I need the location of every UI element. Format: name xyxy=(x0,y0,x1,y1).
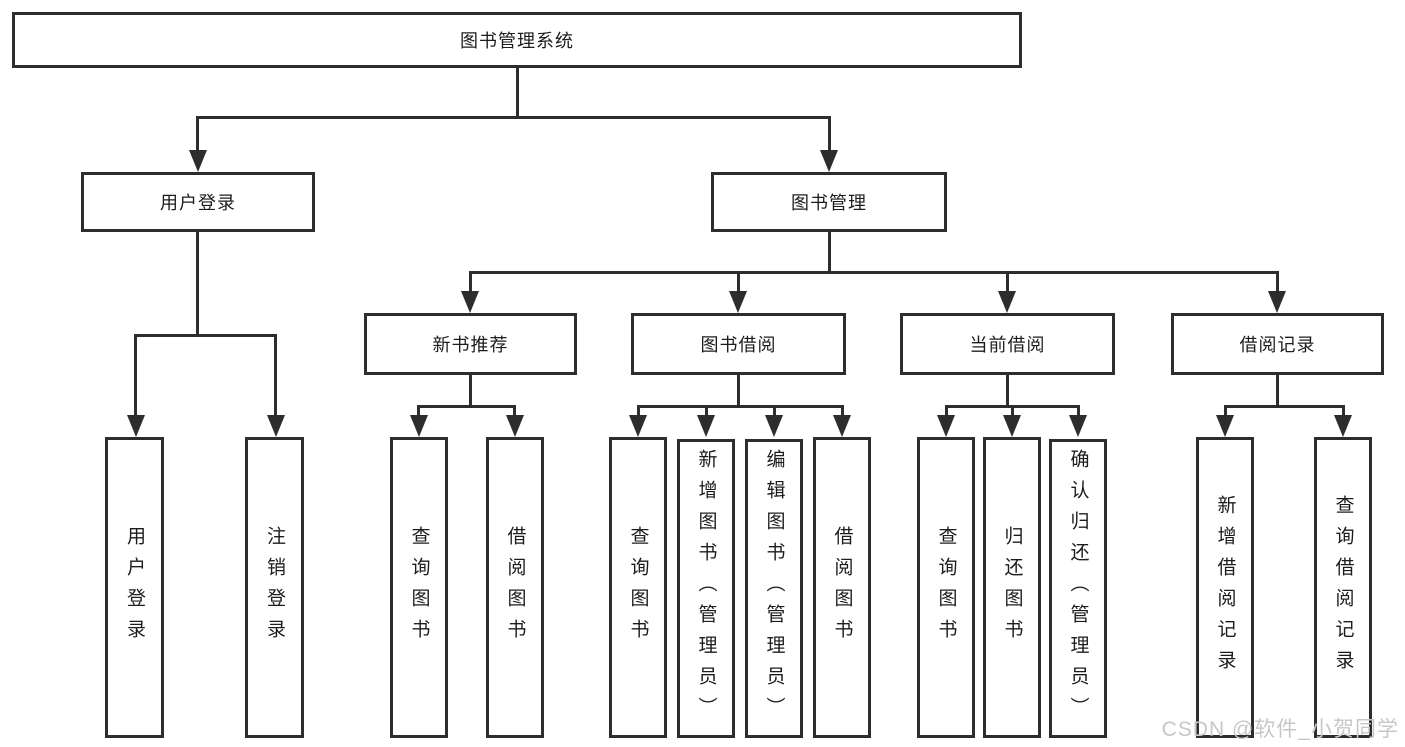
node-book-borrow: 图书借阅 xyxy=(631,313,846,375)
connector-line xyxy=(274,334,277,418)
connector-line xyxy=(637,405,640,417)
leaf-user-login: 用户登录 xyxy=(105,437,164,738)
leaf-return-books: 归还图书 xyxy=(983,437,1041,738)
connector-line xyxy=(516,68,519,118)
leaf-borrow-books-recommend: 借阅图书 xyxy=(486,437,544,738)
connector-line xyxy=(828,232,831,273)
leaf-add-books-admin: 新增图书（管理员） xyxy=(677,439,735,738)
arrow-down-icon xyxy=(1334,415,1352,437)
connector-line xyxy=(828,116,831,152)
leaf-query-books-borrow: 查询图书 xyxy=(609,437,667,738)
arrow-down-icon xyxy=(1003,415,1021,437)
leaf-add-borrow-record: 新增借阅记录 xyxy=(1196,437,1254,738)
connector-line xyxy=(469,375,472,407)
arrow-down-icon xyxy=(729,291,747,313)
connector-line xyxy=(513,405,516,417)
connector-line xyxy=(196,116,831,119)
connector-line xyxy=(637,405,843,408)
connector-line xyxy=(1011,405,1014,417)
arrow-down-icon xyxy=(937,415,955,437)
connector-line xyxy=(469,271,1279,274)
connector-line xyxy=(1006,375,1009,407)
connector-line xyxy=(705,405,708,417)
leaf-query-borrow-record: 查询借阅记录 xyxy=(1314,437,1372,738)
watermark: CSDN @软件_小贺同学 xyxy=(1161,718,1399,741)
arrow-down-icon xyxy=(506,415,524,437)
connector-line xyxy=(773,405,776,417)
leaf-confirm-return-admin: 确认归还（管理员） xyxy=(1049,439,1107,738)
leaf-edit-books-admin: 编辑图书（管理员） xyxy=(745,439,803,738)
connector-line xyxy=(417,405,420,417)
connector-line xyxy=(841,405,844,417)
connector-line xyxy=(1276,271,1279,295)
node-new-book-recommend: 新书推荐 xyxy=(364,313,577,375)
connector-line xyxy=(1342,405,1345,417)
leaf-query-books-current: 查询图书 xyxy=(917,437,975,738)
leaf-borrow-books: 借阅图书 xyxy=(813,437,871,738)
connector-line xyxy=(945,405,948,417)
arrow-down-icon xyxy=(1069,415,1087,437)
arrow-down-icon xyxy=(629,415,647,437)
node-current-borrow: 当前借阅 xyxy=(900,313,1115,375)
connector-line xyxy=(196,232,199,336)
arrow-down-icon xyxy=(267,415,285,437)
connector-line xyxy=(737,375,740,407)
connector-line xyxy=(1006,271,1009,295)
connector-line xyxy=(134,334,277,337)
node-book-management: 图书管理 xyxy=(711,172,947,232)
arrow-down-icon xyxy=(697,415,715,437)
leaf-query-books-recommend: 查询图书 xyxy=(390,437,448,738)
arrow-down-icon xyxy=(1268,291,1286,313)
connector-line xyxy=(134,334,137,418)
arrow-down-icon xyxy=(461,291,479,313)
arrow-down-icon xyxy=(127,415,145,437)
connector-line xyxy=(1077,405,1080,417)
connector-line xyxy=(1224,405,1227,417)
connector-line xyxy=(469,271,472,295)
node-root: 图书管理系统 xyxy=(12,12,1022,68)
node-borrow-records: 借阅记录 xyxy=(1171,313,1384,375)
arrow-down-icon xyxy=(833,415,851,437)
connector-line xyxy=(196,116,199,152)
arrow-down-icon xyxy=(820,150,838,172)
node-user-login: 用户登录 xyxy=(81,172,315,232)
connector-line xyxy=(1224,405,1344,408)
connector-line xyxy=(1276,375,1279,407)
arrow-down-icon xyxy=(410,415,428,437)
connector-line xyxy=(737,271,740,295)
leaf-logout: 注销登录 xyxy=(245,437,304,738)
connector-line xyxy=(417,405,516,408)
arrow-down-icon xyxy=(1216,415,1234,437)
arrow-down-icon xyxy=(998,291,1016,313)
arrow-down-icon xyxy=(189,150,207,172)
arrow-down-icon xyxy=(765,415,783,437)
